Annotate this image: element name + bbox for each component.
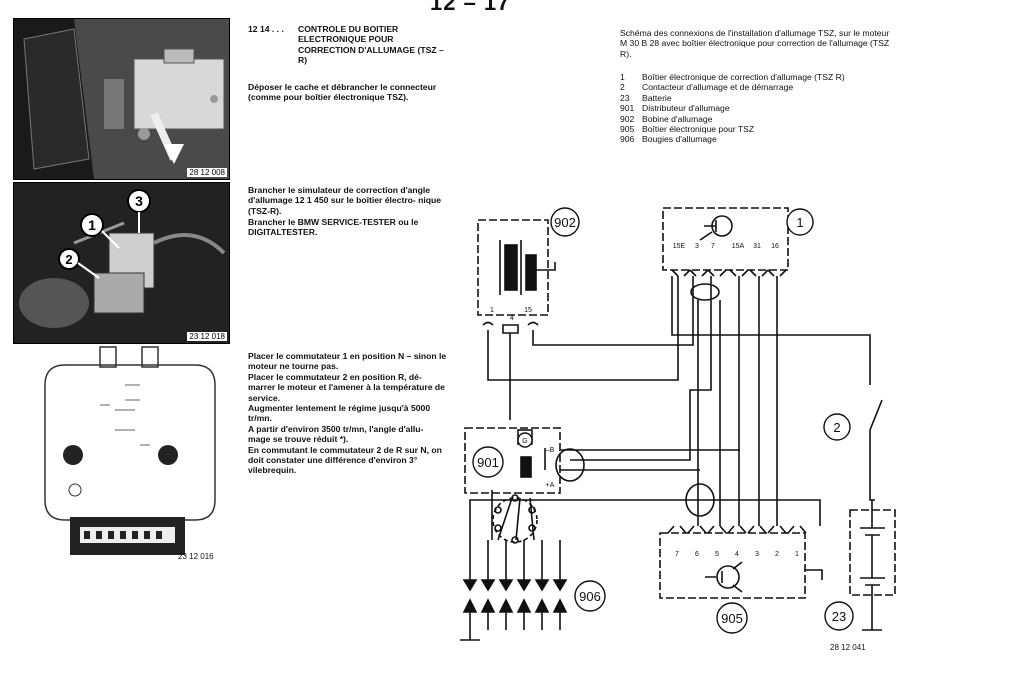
photo-tsz-module-drawing bbox=[14, 19, 229, 179]
distributor-901-box bbox=[464, 427, 561, 494]
box905-pin-labels: 7 6 5 4 3 2 1 bbox=[675, 551, 799, 558]
page-number: 12 – 17 bbox=[430, 0, 511, 15]
dist-g-label: G bbox=[522, 438, 527, 445]
module-line-drawing bbox=[44, 346, 216, 555]
box-905 bbox=[659, 532, 806, 599]
dist-b-label: –B bbox=[546, 447, 555, 454]
photo-simulator-connection: 3 1 2 23 12 018 bbox=[13, 182, 230, 344]
box1-pin-label: 31 bbox=[753, 243, 761, 250]
coil-terminal-15: 15 bbox=[524, 307, 532, 314]
instruction-connect-simulator: Brancher le simulateur de correction d'a… bbox=[248, 185, 442, 216]
box1-pin-label: 15E bbox=[673, 243, 686, 250]
box905-pin-label: 6 bbox=[695, 551, 699, 558]
section-title: CONTROLE DU BOITIER ELECTRONIQUE POUR CO… bbox=[298, 24, 444, 66]
box905-pin-label: 7 bbox=[675, 551, 679, 558]
box905-pin-label: 2 bbox=[775, 551, 779, 558]
box905-pin-label: 1 bbox=[795, 551, 799, 558]
callout-1: 1 bbox=[88, 217, 96, 233]
schematic-reference: 28 12 041 bbox=[830, 643, 866, 652]
coil-902-box bbox=[477, 219, 549, 316]
callout-3: 3 bbox=[135, 193, 143, 209]
instruction-remove-cover: Déposer le cache et débrancher le connec… bbox=[248, 82, 437, 103]
photo-reference: 28 12 008 bbox=[187, 168, 227, 177]
instruction-switch-procedure: Placer le commutateur 1 en position N – … bbox=[248, 351, 447, 476]
label-2: 2 bbox=[833, 420, 840, 435]
box905-pin-label: 3 bbox=[755, 551, 759, 558]
photo-simulator-connection-drawing: 3 1 2 bbox=[14, 183, 229, 343]
label-1: 1 bbox=[796, 215, 803, 230]
coil-terminal-4: 4 bbox=[510, 315, 514, 322]
label-906: 906 bbox=[579, 589, 601, 604]
schematic-caption: Schéma des connexions de l'installation … bbox=[620, 28, 890, 59]
coil-terminal-1: 1 bbox=[490, 307, 494, 314]
dist-a-label: +A bbox=[546, 482, 555, 489]
photo-reference: 23 12 018 bbox=[187, 332, 227, 341]
label-902: 902 bbox=[554, 215, 576, 230]
box905-pin-label: 5 bbox=[715, 551, 719, 558]
box905-pin-label: 4 bbox=[735, 551, 739, 558]
box1-pin-label: 15A bbox=[732, 243, 745, 250]
section-number: 12 14 . . . bbox=[248, 24, 284, 34]
drawing-reference: 23 12 016 bbox=[178, 552, 214, 561]
box1-pin-label: 3 bbox=[695, 243, 699, 250]
instruction-connect-tester: Brancher le BMW SERVICE-TESTER ou le DIG… bbox=[248, 217, 419, 238]
label-905: 905 bbox=[721, 611, 743, 626]
coil-primary bbox=[504, 244, 518, 291]
box1-pin-label: 16 bbox=[771, 243, 779, 250]
label-23: 23 bbox=[832, 609, 846, 624]
label-901: 901 bbox=[477, 455, 499, 470]
photo-tsz-module: 28 12 008 bbox=[13, 18, 230, 180]
box1-pin-labels: 15E 3 7 15A 31 16 bbox=[673, 243, 779, 250]
callout-2: 2 bbox=[65, 252, 72, 267]
coil-secondary bbox=[525, 254, 537, 291]
box1-pin-label: 7 bbox=[711, 243, 715, 250]
